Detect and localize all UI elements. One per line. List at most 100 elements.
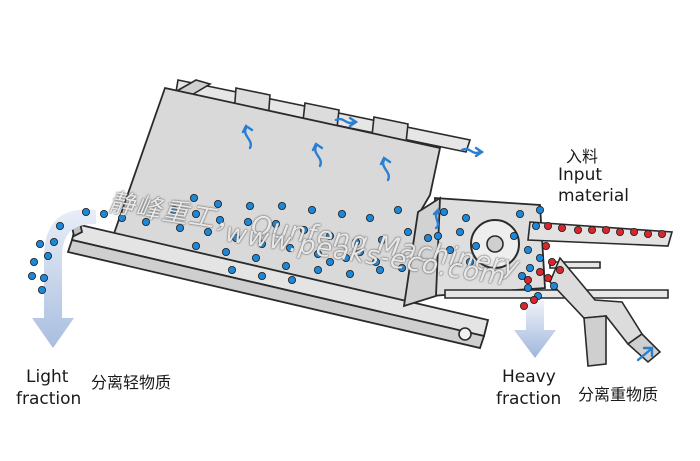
heavy-particle xyxy=(530,295,539,304)
light-particle xyxy=(191,241,200,250)
input-label-en-2: material xyxy=(558,186,629,206)
light-particle xyxy=(307,205,316,214)
light-particle xyxy=(257,271,266,280)
light-particle xyxy=(221,247,230,256)
light-particle xyxy=(40,273,49,282)
heavy-particle xyxy=(630,227,639,236)
light-particle xyxy=(439,207,448,216)
light-particle xyxy=(536,205,545,214)
heavy-fraction-label-2: fraction xyxy=(496,389,562,409)
light-particle xyxy=(189,193,198,202)
light-particle xyxy=(243,217,252,226)
light-particle xyxy=(355,247,364,256)
light-particle xyxy=(27,271,36,280)
light-particle xyxy=(38,285,47,294)
heavy-particle xyxy=(644,229,653,238)
light-particle xyxy=(518,271,527,280)
heavy-particle xyxy=(544,273,553,282)
light-particle xyxy=(516,209,525,218)
heavy-fraction-arrow xyxy=(514,300,556,358)
heavy-particle xyxy=(542,241,551,250)
heavy-particle xyxy=(616,227,625,236)
light-particle xyxy=(118,213,127,222)
light-particle xyxy=(337,209,346,218)
light-particle xyxy=(536,253,545,262)
heavy-outlet-hopper xyxy=(549,256,662,367)
heavy-particle xyxy=(574,225,583,234)
light-particle xyxy=(325,231,334,240)
light-particle xyxy=(371,257,380,266)
input-label-en-1: Input xyxy=(558,165,603,185)
light-particle xyxy=(524,245,533,254)
light-fraction-label-1: Light xyxy=(26,367,69,387)
heavy-particle xyxy=(548,257,557,266)
light-particle xyxy=(526,263,535,272)
light-particle xyxy=(251,253,260,262)
light-particle xyxy=(455,227,464,236)
light-particle xyxy=(397,263,406,272)
light-particle xyxy=(532,221,541,230)
light-fraction-label-cn: 分离轻物质 xyxy=(91,373,172,392)
light-particle xyxy=(465,257,474,266)
light-particle xyxy=(403,227,412,236)
heavy-particle xyxy=(520,301,529,310)
heavy-particle xyxy=(658,229,667,238)
light-particle xyxy=(287,275,296,284)
heavy-particle xyxy=(524,275,533,284)
light-particle xyxy=(471,241,480,250)
light-particle xyxy=(285,243,294,252)
deck-pivot xyxy=(458,327,472,341)
light-particle xyxy=(271,219,280,228)
light-particle xyxy=(191,209,200,218)
heavy-particle xyxy=(556,265,565,274)
heavy-particle xyxy=(536,267,545,276)
heavy-particle xyxy=(588,225,597,234)
light-particle xyxy=(445,245,454,254)
heavy-fraction-label-cn: 分离重物质 xyxy=(578,385,659,404)
light-particle xyxy=(461,213,470,222)
light-particle xyxy=(203,227,212,236)
heavy-particle xyxy=(602,225,611,234)
light-particle xyxy=(169,205,178,214)
light-particle xyxy=(299,225,308,234)
light-particle xyxy=(82,207,91,216)
light-particle xyxy=(377,235,386,244)
light-particle xyxy=(281,261,290,270)
inclined-deck xyxy=(66,212,490,350)
heavy-particle xyxy=(544,221,553,230)
light-particle xyxy=(213,199,222,208)
light-particle xyxy=(215,215,224,224)
light-particle xyxy=(365,213,374,222)
light-particle xyxy=(509,231,518,240)
particles xyxy=(27,193,667,310)
light-particle xyxy=(433,231,442,240)
light-particle xyxy=(341,253,350,262)
light-particle xyxy=(175,223,184,232)
airflow-arrows xyxy=(241,116,654,362)
light-particle xyxy=(313,265,322,274)
light-particle xyxy=(257,239,266,248)
light-particle xyxy=(313,249,322,258)
light-particle xyxy=(393,205,402,214)
light-particle xyxy=(325,257,334,266)
light-particle xyxy=(50,237,59,246)
input-label-cn: 入料 xyxy=(566,147,599,166)
heavy-fraction-label-1: Heavy xyxy=(502,367,556,387)
light-particle xyxy=(245,201,254,210)
light-particle xyxy=(141,217,150,226)
drive-hub xyxy=(486,235,504,253)
light-particle xyxy=(231,233,240,242)
light-fraction-arrow xyxy=(32,209,96,348)
light-particle xyxy=(351,237,360,246)
light-particle xyxy=(375,265,384,274)
light-particle xyxy=(29,257,38,266)
light-particle xyxy=(345,269,354,278)
light-fraction-label-2: fraction xyxy=(16,389,82,409)
light-particle xyxy=(524,283,533,292)
light-particle xyxy=(100,209,109,218)
light-particle xyxy=(550,281,559,290)
light-particle xyxy=(44,251,53,260)
light-particle xyxy=(277,201,286,210)
light-particle xyxy=(36,239,45,248)
